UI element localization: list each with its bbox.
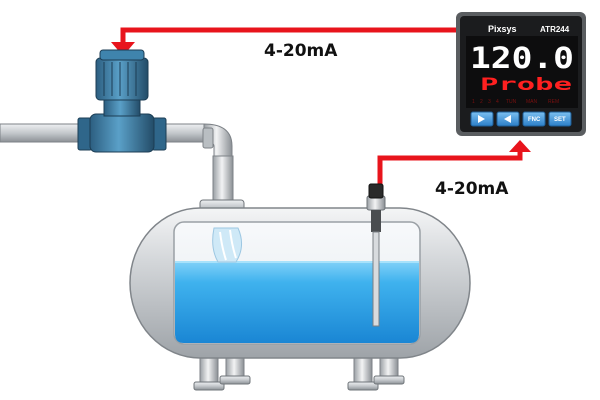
set-button-label: SET xyxy=(554,117,566,123)
input-signal-wire xyxy=(377,140,531,188)
fnc-button-label: FNC xyxy=(528,117,541,123)
level-probe xyxy=(366,183,386,327)
controller-brand: Pixsys xyxy=(488,24,517,34)
output-signal-wire xyxy=(111,27,466,56)
indicator: TUN xyxy=(506,99,517,105)
status-indicators: 1 2 3 4 TUN MAN REM xyxy=(472,99,559,105)
down-button[interactable] xyxy=(496,111,520,127)
indicator: 1 xyxy=(472,99,475,105)
up-button[interactable] xyxy=(470,111,494,127)
set-button[interactable]: SET xyxy=(548,111,572,127)
controller: Pixsys ATR244 120.0 Probe 1 2 3 4 TUN MA… xyxy=(456,12,586,136)
pump xyxy=(77,49,167,153)
indicator: MAN xyxy=(526,99,538,105)
input-signal-label: 4-20mA xyxy=(435,179,509,199)
up-arrow-icon xyxy=(478,115,485,123)
inlet-pipe xyxy=(0,123,245,215)
process-value-display: 120.0 xyxy=(470,41,574,75)
output-signal-label: 4-20mA xyxy=(264,41,338,61)
controller-model: ATR244 xyxy=(540,25,570,34)
indicator: 2 xyxy=(480,99,483,105)
indicator: 3 xyxy=(488,99,491,105)
set-value-display: Probe xyxy=(480,75,572,95)
water xyxy=(175,261,419,343)
indicator: 4 xyxy=(496,99,499,105)
indicator: REM xyxy=(548,99,559,105)
water-inflow-splash xyxy=(212,227,242,263)
down-arrow-icon xyxy=(504,115,511,123)
fnc-button[interactable]: FNC xyxy=(522,111,546,127)
